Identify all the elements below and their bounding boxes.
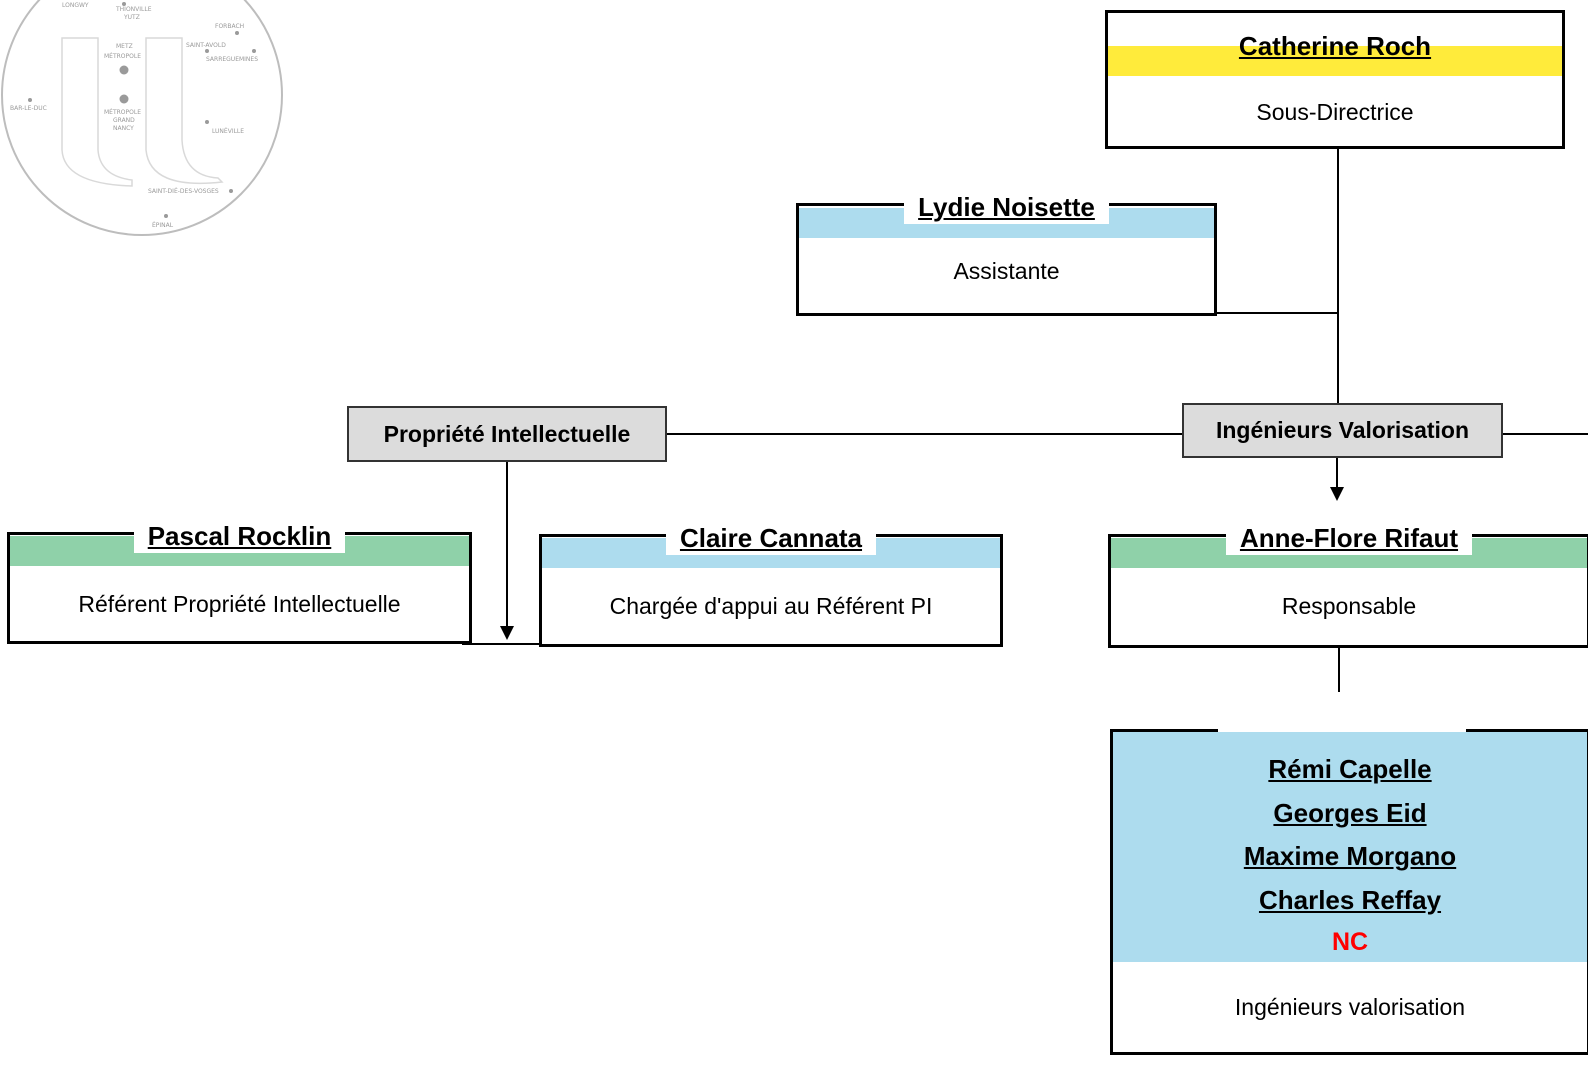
valo-lead-role: Responsable bbox=[1281, 593, 1417, 619]
group-propriete-intellectuelle: Propriété Intellectuelle bbox=[347, 406, 667, 462]
svg-text:LONGWY: LONGWY bbox=[62, 2, 89, 9]
pi-support-name: Claire Cannata bbox=[665, 521, 877, 555]
valo-lead-name: Anne-Flore Rifaut bbox=[1225, 521, 1473, 555]
svg-text:FORBACH: FORBACH bbox=[215, 23, 244, 30]
connector-director-down bbox=[1337, 148, 1339, 404]
engineers-role: Ingénieurs valorisation bbox=[1234, 994, 1466, 1020]
connector-groups-horizontal bbox=[666, 433, 1183, 435]
svg-text:LUNÉVILLE: LUNÉVILLE bbox=[212, 127, 244, 135]
assistant-name: Lydie Noisette bbox=[904, 190, 1109, 224]
svg-text:MÉTROPOLE: MÉTROPOLE bbox=[104, 52, 141, 60]
arrow-valo-down bbox=[1330, 487, 1344, 501]
director-card: Catherine Roch Sous-Directrice bbox=[1105, 10, 1565, 149]
svg-text:GRAND: GRAND bbox=[113, 117, 135, 124]
group-ingenieurs-valorisation: Ingénieurs Valorisation bbox=[1182, 403, 1503, 458]
director-role: Sous-Directrice bbox=[1256, 99, 1414, 125]
svg-text:METZ: METZ bbox=[116, 43, 133, 50]
engineer-name: Rémi Capelle bbox=[1268, 754, 1432, 784]
svg-text:NANCY: NANCY bbox=[113, 125, 134, 132]
director-band bbox=[1108, 46, 1562, 76]
engineer-name: Georges Eid bbox=[1273, 797, 1427, 828]
pi-referent-role: Référent Propriété Intellectuelle bbox=[78, 591, 401, 617]
pi-referent-card: Pascal Rocklin Référent Propriété Intell… bbox=[7, 519, 472, 644]
svg-text:ÉPINAL: ÉPINAL bbox=[152, 221, 174, 229]
svg-text:MÉTROPOLE: MÉTROPOLE bbox=[104, 108, 141, 116]
assistant-card: Lydie Noisette Assistante bbox=[796, 190, 1217, 316]
director-name: Catherine Roch bbox=[1238, 31, 1432, 61]
engineers-card: Rémi Capelle Georges Eid Maxime Morgano … bbox=[1110, 729, 1588, 1055]
engineers-list: Rémi Capelle Georges Eid Maxime Morgano … bbox=[1113, 748, 1587, 962]
connector-assistant bbox=[1216, 312, 1338, 314]
svg-text:SAINT-DIÉ-DES-VOSGES: SAINT-DIÉ-DES-VOSGES bbox=[148, 187, 219, 195]
valo-lead-card: Anne-Flore Rifaut Responsable bbox=[1108, 521, 1588, 648]
connector-valo-down bbox=[1336, 457, 1338, 487]
engineers-top-border-gap bbox=[1218, 729, 1466, 732]
connector-lead-team bbox=[1338, 647, 1340, 692]
engineers-band bbox=[1113, 732, 1587, 962]
pi-referent-name: Pascal Rocklin bbox=[133, 519, 346, 553]
svg-text:YUTZ: YUTZ bbox=[123, 14, 140, 21]
svg-text:SAINT-AVOLD: SAINT-AVOLD bbox=[186, 42, 226, 49]
svg-text:THIONVILLE: THIONVILLE bbox=[115, 6, 152, 13]
connector-pi-down bbox=[506, 461, 508, 626]
engineer-name: Maxime Morgano bbox=[1243, 841, 1457, 871]
svg-text:SARREGUEMINES: SARREGUEMINES bbox=[206, 56, 258, 63]
vacant-position-label: NC bbox=[1331, 928, 1369, 956]
assistant-role: Assistante bbox=[953, 258, 1060, 284]
arrow-pi-down bbox=[500, 626, 514, 640]
connector-pi-bottom bbox=[462, 643, 542, 645]
university-logo: LONGWY THIONVILLE YUTZ FORBACH METZ MÉTR… bbox=[1, 0, 283, 236]
pi-support-card: Claire Cannata Chargée d'appui au Référe… bbox=[539, 521, 1003, 647]
engineer-name: Charles Reffay bbox=[1258, 884, 1442, 915]
connector-groups-right bbox=[1502, 433, 1588, 435]
pi-support-role: Chargée d'appui au Référent PI bbox=[609, 593, 933, 619]
svg-text:BAR-LE-DUC: BAR-LE-DUC bbox=[10, 105, 47, 112]
